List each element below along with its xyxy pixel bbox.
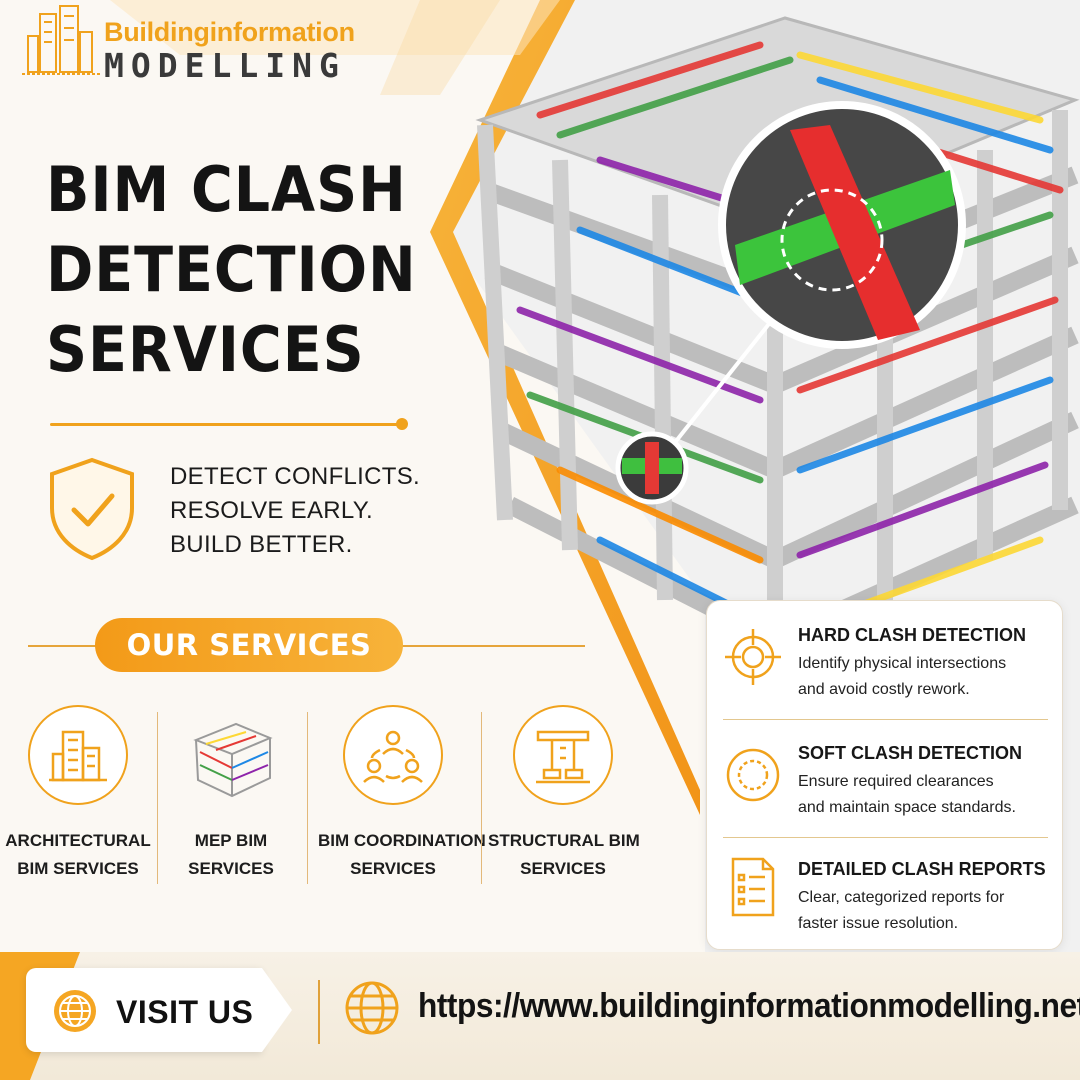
- tagline-line-2: RESOLVE EARLY.: [170, 497, 373, 524]
- crosshair-icon: [725, 629, 781, 685]
- clash-description-line: Clear, categorized reports for: [798, 889, 1005, 906]
- clash-description: Identify physical intersections and avoi…: [798, 651, 1060, 703]
- service-icon-circle: [343, 705, 443, 805]
- clash-description-line: and maintain space standards.: [798, 799, 1016, 816]
- report-icon: [731, 857, 775, 917]
- dashed-circle-icon: [726, 748, 780, 802]
- title-line-3: SERVICES: [46, 313, 365, 386]
- clash-item-reports[interactable]: DETAILED CLASH REPORTS Clear, categorize…: [707, 837, 1064, 953]
- shield-check-icon: [50, 457, 134, 561]
- service-label: ARCHITECTURAL BIM SERVICES: [3, 827, 153, 883]
- clash-item-soft[interactable]: SOFT CLASH DETECTION Ensure required cle…: [707, 721, 1064, 837]
- clash-zoom-callout: [718, 101, 966, 349]
- service-icon-circle: [28, 705, 128, 805]
- title-line-1: BIM CLASH: [46, 153, 407, 226]
- team-coordination-icon: [363, 730, 423, 783]
- service-label-line: SERVICES: [520, 859, 606, 878]
- service-icon-circle: [513, 705, 613, 805]
- service-coordination[interactable]: BIM COORDINATION SERVICES: [318, 705, 486, 883]
- title-line-2: DETECTION: [46, 233, 417, 306]
- services-heading: OUR SERVICES: [95, 618, 403, 672]
- clash-title: DETAILED CLASH REPORTS: [798, 859, 1046, 879]
- service-divider: [307, 712, 308, 884]
- logo-text-bottom: MODELLING: [104, 46, 346, 85]
- tagline: DETECT CONFLICTS. RESOLVE EARLY. BUILD B…: [170, 460, 420, 562]
- page-title: BIM CLASH DETECTION SERVICES: [46, 150, 417, 390]
- building-frame: [475, 16, 1080, 650]
- building-icon: [49, 730, 107, 782]
- visit-us-arrow[interactable]: [262, 968, 292, 1052]
- service-label: MEP BIM SERVICES: [156, 827, 306, 883]
- tagline-line-3: BUILD BETTER.: [170, 531, 353, 558]
- service-divider: [481, 712, 482, 884]
- clash-description: Ensure required clearances and maintain …: [798, 769, 1060, 821]
- service-label: STRUCTURAL BIM SERVICES: [488, 827, 640, 883]
- clash-description-line: Ensure required clearances: [798, 773, 994, 790]
- service-label-line: SERVICES: [350, 859, 436, 878]
- clash-item-hard[interactable]: HARD CLASH DETECTION Identify physical i…: [707, 601, 1064, 717]
- service-label-line: STRUCTURAL BIM: [488, 831, 640, 850]
- title-divider: [50, 423, 400, 426]
- clash-title: SOFT CLASH DETECTION: [798, 743, 1022, 763]
- mep-model-icon: [193, 722, 273, 798]
- service-mep[interactable]: MEP BIM SERVICES: [156, 705, 306, 883]
- service-label-line: ARCHITECTURAL: [5, 831, 151, 850]
- website-url-link[interactable]: https://www.buildinginformationmodelling…: [418, 987, 1080, 1025]
- services-rule-right: [400, 645, 585, 647]
- clash-description-line: Identify physical intersections: [798, 655, 1007, 672]
- logo-buildings-icon: [22, 5, 100, 75]
- footer-divider: [318, 980, 320, 1044]
- services-rule-left: [28, 645, 98, 647]
- title-divider-dot: [396, 418, 408, 430]
- service-label: BIM COORDINATION SERVICES: [318, 827, 486, 883]
- visit-us-label[interactable]: VISIT US: [116, 994, 254, 1030]
- clash-description-line: faster issue resolution.: [798, 915, 959, 932]
- service-icon-circle: [181, 705, 281, 805]
- globe-icon: [345, 981, 399, 1035]
- steel-beam-icon: [536, 730, 590, 784]
- clash-title: HARD CLASH DETECTION: [798, 625, 1026, 645]
- service-architectural[interactable]: ARCHITECTURAL BIM SERVICES: [3, 705, 153, 883]
- service-structural[interactable]: STRUCTURAL BIM SERVICES: [488, 705, 640, 883]
- globe-icon: [54, 990, 96, 1032]
- clash-description: Clear, categorized reports for faster is…: [798, 885, 1060, 937]
- service-divider: [157, 712, 158, 884]
- clash-divider: [723, 719, 1048, 720]
- service-label-line: BIM SERVICES: [17, 859, 139, 878]
- service-label-line: MEP BIM: [194, 831, 268, 850]
- clash-divider: [723, 837, 1048, 838]
- clash-description-line: and avoid costly rework.: [798, 681, 970, 698]
- logo-text-top: Buildinginformation: [104, 17, 355, 47]
- service-label-line: BIM COORDINATION: [318, 831, 486, 850]
- tagline-line-1: DETECT CONFLICTS.: [170, 463, 421, 490]
- clash-types-panel: HARD CLASH DETECTION Identify physical i…: [706, 600, 1063, 950]
- service-label-line: SERVICES: [188, 859, 274, 878]
